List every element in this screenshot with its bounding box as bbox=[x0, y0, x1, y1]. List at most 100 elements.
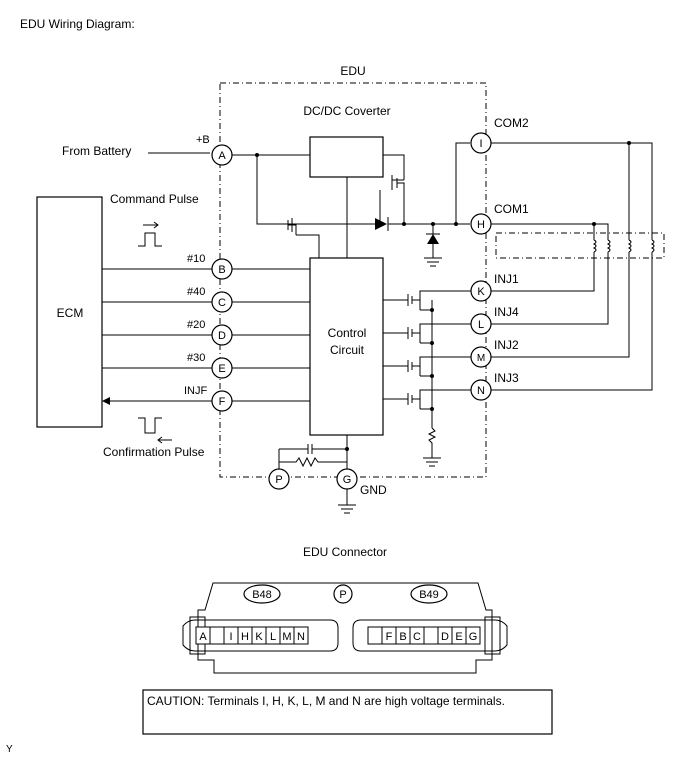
terminal-F-label: F bbox=[219, 396, 226, 408]
control-label-2: Circuit bbox=[330, 343, 365, 357]
terminal-L-label: L bbox=[478, 319, 484, 331]
inj2-label: INJ2 bbox=[494, 338, 519, 352]
left-pin-H: H bbox=[237, 626, 253, 645]
b49-label: B49 bbox=[419, 589, 439, 601]
connector-p-badge bbox=[333, 584, 353, 604]
terminal-I-label: I bbox=[479, 138, 482, 150]
arrow-right-icon bbox=[143, 221, 159, 229]
com-bus bbox=[455, 142, 470, 224]
left-pin-A: A bbox=[195, 626, 211, 645]
terminal-N-label: N bbox=[477, 385, 485, 397]
com2-wire bbox=[491, 142, 653, 240]
command-pulse-label: Command Pulse bbox=[110, 192, 199, 206]
terminal-K: K bbox=[470, 280, 492, 302]
junction-dot bbox=[430, 308, 434, 312]
confirm-arrow-icon bbox=[157, 436, 172, 444]
terminal-H-label: H bbox=[477, 219, 485, 231]
right-pin-G: G bbox=[465, 626, 481, 645]
left-pin-K: K bbox=[251, 626, 267, 645]
terminal-E: E bbox=[211, 357, 233, 379]
left-pin-N: N bbox=[293, 626, 309, 645]
left-pin-label: L bbox=[270, 631, 276, 643]
inj3-wire bbox=[491, 252, 653, 391]
right-pin-C: C bbox=[409, 626, 425, 645]
com1-wire bbox=[491, 223, 609, 240]
right-pin-label: B bbox=[399, 631, 406, 643]
diagram-title: EDU Wiring Diagram: bbox=[20, 17, 135, 31]
left-pin-M: M bbox=[279, 626, 295, 645]
confirm-pulse-icon bbox=[138, 417, 162, 434]
sig-20-label: #20 bbox=[187, 319, 205, 331]
dcdc-converter-box bbox=[309, 136, 384, 178]
caution-box bbox=[142, 689, 553, 735]
edu-label: EDU bbox=[340, 64, 365, 78]
right-pin-B: B bbox=[395, 626, 411, 645]
plus-b-to-fet bbox=[256, 155, 283, 225]
terminal-P-label: P bbox=[275, 474, 282, 486]
dcdc-switch-fet bbox=[391, 175, 405, 224]
inj3-label: INJ3 bbox=[494, 371, 519, 385]
right-pin-blank bbox=[367, 626, 383, 645]
terminal-I: I bbox=[470, 132, 492, 154]
right-pin-D: D bbox=[437, 626, 453, 645]
left-pin-label: A bbox=[199, 631, 207, 643]
inj1-label: INJ1 bbox=[494, 272, 519, 286]
left-pin-I: I bbox=[223, 626, 239, 645]
dcdc-label: DC/DC Coverter bbox=[303, 104, 390, 118]
terminal-K-label: K bbox=[477, 286, 485, 298]
terminal-A: A bbox=[211, 144, 233, 166]
confirmation-pulse-label: Confirmation Pulse bbox=[103, 445, 205, 459]
b48-label: B48 bbox=[252, 589, 272, 601]
corner-mark: Y bbox=[6, 744, 13, 755]
sig-10-label: #10 bbox=[187, 253, 205, 265]
injector-coil-icon bbox=[592, 239, 655, 253]
right-pin-label: C bbox=[413, 631, 421, 643]
terminal-F: F bbox=[211, 390, 233, 412]
right-pin-E: E bbox=[451, 626, 467, 645]
right-pin-label: D bbox=[441, 631, 449, 643]
sig-30-label: #30 bbox=[187, 352, 205, 364]
junction-dot bbox=[430, 374, 434, 378]
connector-p-label: P bbox=[339, 589, 346, 601]
right-pin-F: F bbox=[381, 626, 397, 645]
arrow-left-icon bbox=[102, 397, 110, 405]
left-pin-label: M bbox=[282, 631, 291, 643]
right-pin-label: E bbox=[455, 631, 462, 643]
diode-icon bbox=[375, 218, 387, 230]
terminal-L: L bbox=[470, 313, 492, 335]
terminal-M: M bbox=[470, 346, 492, 368]
caution-text: CAUTION: Terminals I, H, K, L, M and N a… bbox=[147, 694, 505, 708]
terminal-C-label: C bbox=[218, 297, 226, 309]
zener-diode-icon bbox=[427, 234, 439, 244]
gnd-label: GND bbox=[360, 483, 387, 497]
right-pin-label: G bbox=[469, 631, 478, 643]
ecm-label: ECM bbox=[57, 306, 84, 320]
right-pin-label: F bbox=[386, 631, 393, 643]
terminal-P: P bbox=[268, 468, 290, 490]
terminal-E-label: E bbox=[218, 363, 225, 375]
terminal-D-label: D bbox=[218, 330, 226, 342]
sense-resistor-ground bbox=[423, 427, 441, 467]
resistor bbox=[279, 456, 347, 468]
left-pin-label: K bbox=[255, 631, 263, 643]
left-pin-label: I bbox=[229, 631, 232, 643]
inj2-wire bbox=[491, 252, 630, 358]
pulse-icon bbox=[138, 232, 162, 247]
left-pin-blank bbox=[209, 626, 225, 645]
ground-icon bbox=[424, 233, 442, 267]
from-battery-label: From Battery bbox=[62, 144, 131, 158]
injector-group bbox=[495, 232, 665, 259]
terminal-G: G bbox=[336, 468, 358, 490]
left-pin-label: H bbox=[241, 631, 249, 643]
junction-dot bbox=[430, 341, 434, 345]
connector-title: EDU Connector bbox=[303, 545, 387, 559]
plus-b-label: +B bbox=[196, 134, 210, 146]
inj4-label: INJ4 bbox=[494, 305, 519, 319]
left-pin-L: L bbox=[265, 626, 281, 645]
sig-40-label: #40 bbox=[187, 286, 205, 298]
edu-connector bbox=[182, 582, 508, 674]
terminal-G-label: G bbox=[343, 474, 352, 486]
